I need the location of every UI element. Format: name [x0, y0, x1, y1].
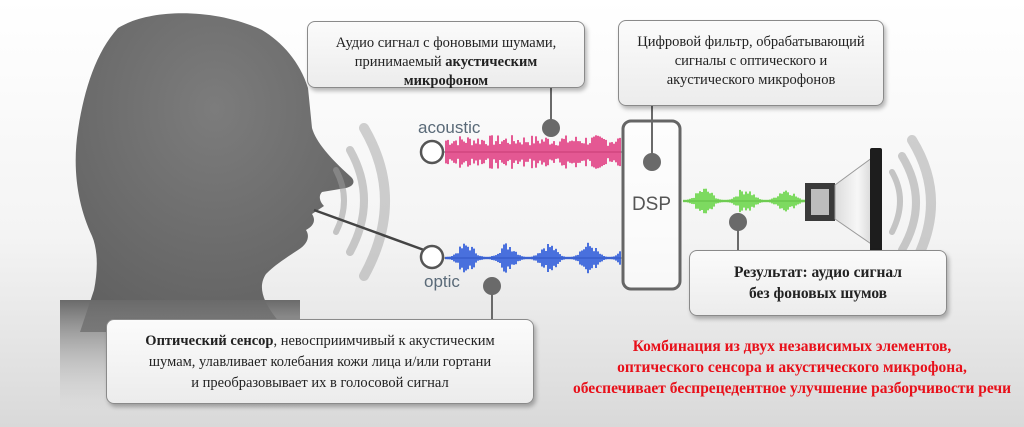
optic-waveform: [445, 242, 621, 274]
output-waveform: [683, 188, 805, 214]
optic-callout-line1-plain: , невосприимчивый к акустическим: [273, 333, 495, 349]
optic-connector-dot: [483, 277, 501, 295]
acoustic-callout-line2-bold: акустическим микрофоном: [403, 54, 538, 89]
speech-sound-arcs: [333, 123, 390, 281]
summary-line2: оптического сенсора и акустического микр…: [617, 359, 967, 376]
optic-callout-line1-bold: Оптический сенсор: [145, 333, 274, 349]
acoustic-connector-dot: [542, 119, 560, 137]
result-callout-line1: Результат: аудио сигнал: [733, 264, 902, 281]
summary-line3: обеспечивает беспрецедентное улучшение р…: [572, 380, 1012, 397]
dsp-callout: Цифровой фильтр, обрабатывающий сигналы …: [618, 20, 884, 106]
acoustic-waveform: [445, 135, 621, 169]
optic-sensor-node: [419, 244, 445, 270]
optic-sensor-line: [313, 208, 425, 252]
result-callout-line2: без фоновых шумов: [748, 285, 888, 302]
dsp-callout-line2: сигналы с оптического и: [674, 53, 828, 69]
summary-text: Комбинация из двух независимых элементов…: [560, 336, 1024, 399]
result-callout: Результат: аудио сигнал без фоновых шумо…: [689, 250, 947, 316]
summary-line1: Комбинация из двух независимых элементов…: [632, 338, 952, 355]
acoustic-callout-line2-plain: принимаемый: [354, 54, 446, 70]
dsp-connector-dot: [643, 153, 661, 171]
dsp-callout-line3: акустического микрофонов: [666, 72, 836, 88]
optic-callout: Оптический сенсор, невосприимчивый к аку…: [106, 319, 534, 404]
optic-callout-line1: Оптический сенсор, невосприимчивый к аку…: [115, 331, 525, 352]
dsp-callout-line1: Цифровой фильтр, обрабатывающий: [637, 34, 865, 50]
acoustic-callout-line2: принимаемый акустическим микрофоном: [314, 53, 578, 91]
optic-label: optic: [424, 272, 460, 291]
result-connector-dot: [729, 213, 747, 231]
acoustic-callout: Аудио сигнал с фоновыми шумами, принимае…: [307, 21, 585, 91]
dsp-label: DSP: [632, 194, 671, 215]
speaker-icon: [805, 148, 882, 254]
acoustic-callout-line1: Аудио сигнал с фоновыми шумами,: [335, 35, 557, 51]
optic-callout-line2: шумам, улавливает колебания кожи лица и/…: [148, 354, 492, 370]
acoustic-mic-node: [419, 139, 445, 165]
acoustic-label: acoustic: [418, 118, 481, 137]
optic-callout-line3: и преобразовывает их в голосовой сигнал: [191, 375, 449, 391]
callout-connectors: [483, 88, 747, 320]
